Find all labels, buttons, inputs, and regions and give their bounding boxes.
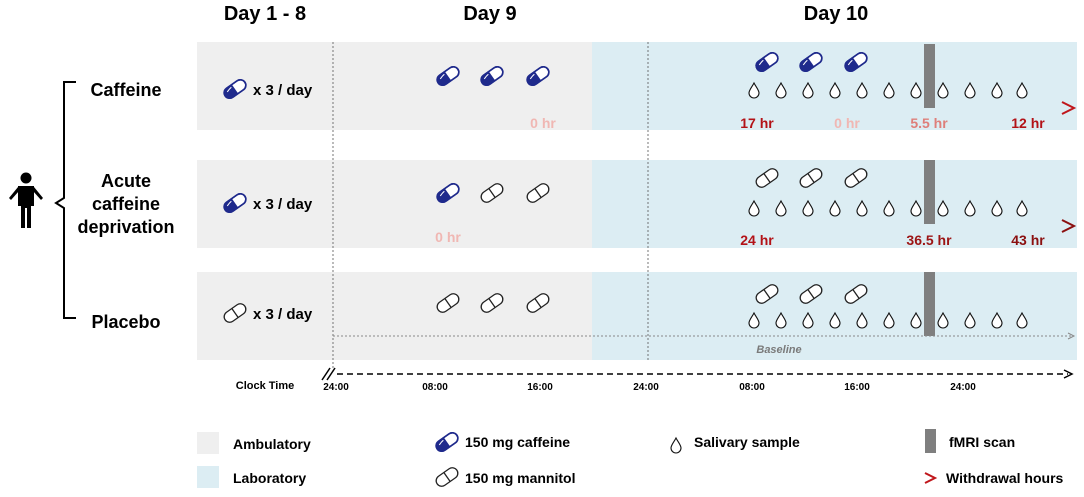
person-icon	[9, 172, 43, 228]
clock-time-arrow	[337, 369, 1074, 379]
clock-tick-label: 16:00	[844, 382, 870, 393]
legend-laboratory-swatch	[197, 466, 219, 488]
group-bracket	[54, 81, 76, 319]
header-day1-8: Day 1 - 8	[224, 3, 306, 25]
header-day10: Day 10	[804, 3, 869, 25]
header-day9: Day 9	[463, 3, 516, 25]
hour-label-caffeine-0: 0 hr	[530, 115, 556, 131]
legend: Ambulatory Laboratory 150 mg caffeine 15…	[197, 429, 1064, 490]
baseline-label: Baseline	[756, 344, 801, 356]
clock-tick-label: 24:00	[323, 382, 349, 393]
legend-ambulatory-swatch	[197, 432, 219, 454]
dose-label-placebo: x 3 / day	[253, 306, 313, 323]
dose-label-deprivation: x 3 / day	[253, 196, 313, 213]
axis-break-icon	[321, 367, 336, 381]
clock-tick-label: 16:00	[527, 382, 553, 393]
legend-mannitol-label: 150 mg mannitol	[465, 470, 575, 486]
baseline-arrow	[333, 332, 1076, 340]
legend-laboratory-label: Laboratory	[233, 470, 306, 486]
fmri-scan-bar	[924, 44, 935, 108]
fmri-scan-bar	[924, 160, 935, 224]
clock-tick-label: 24:00	[950, 382, 976, 393]
hour-label-caffeine-4: 12 hr	[1011, 115, 1045, 131]
group-label-deprivation-1: Acute	[101, 171, 151, 191]
group-label-placebo: Placebo	[91, 312, 160, 332]
dose-label-caffeine: x 3 / day	[253, 82, 313, 99]
hour-label-caffeine-2: 0 hr	[834, 115, 860, 131]
legend-caffeine-label: 150 mg caffeine	[465, 434, 570, 450]
droplet-icon	[670, 437, 682, 454]
clock-time-title: Clock Time	[236, 380, 295, 392]
hour-label-deprivation-2: 36.5 hr	[906, 232, 952, 248]
capsule-icon	[433, 464, 461, 490]
hour-label-deprivation-0: 0 hr	[435, 229, 461, 245]
withdrawal-arrow-deprivation	[432, 219, 1077, 233]
hour-label-caffeine-1: 17 hr	[740, 115, 774, 131]
legend-ambulatory-label: Ambulatory	[233, 436, 311, 452]
clock-tick-label: 24:00	[633, 382, 659, 393]
hour-label-deprivation-1: 24 hr	[740, 232, 774, 248]
withdrawal-arrow-caffeine	[432, 101, 1077, 115]
clock-tick-label: 08:00	[739, 382, 765, 393]
group-label-deprivation-3: deprivation	[77, 217, 174, 237]
legend-saliva-label: Salivary sample	[694, 434, 800, 450]
group-label-caffeine: Caffeine	[90, 80, 161, 100]
legend-fmri-label: fMRI scan	[949, 434, 1015, 450]
hour-label-deprivation-3: 43 hr	[1011, 232, 1045, 248]
legend-fmri-swatch	[925, 429, 936, 453]
fmri-scan-bar	[924, 272, 935, 336]
capsule-icon	[433, 429, 461, 455]
group-label-deprivation-2: caffeine	[92, 194, 160, 214]
clock-tick-label: 08:00	[422, 382, 448, 393]
legend-withdrawal-label: Withdrawal hours	[946, 470, 1064, 486]
hour-label-caffeine-3: 5.5 hr	[910, 115, 948, 131]
